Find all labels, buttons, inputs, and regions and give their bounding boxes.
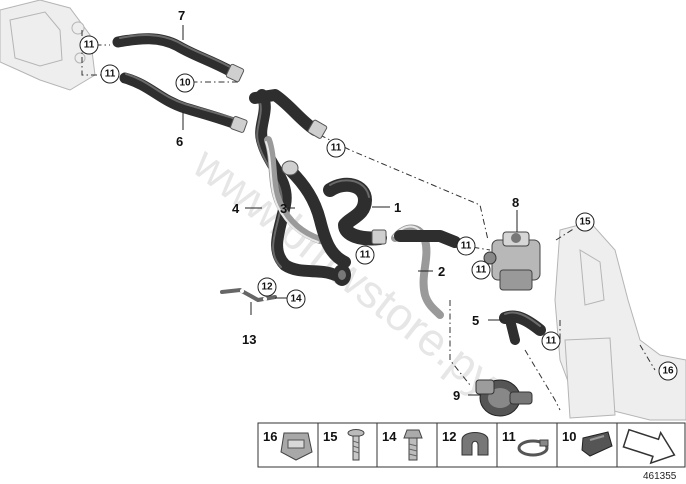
pump-9	[475, 379, 533, 417]
label-part-1: 1	[394, 200, 401, 215]
svg-text:16: 16	[662, 366, 674, 377]
pipe-3	[264, 136, 351, 268]
svg-text:10: 10	[179, 78, 191, 89]
label-part-9: 9	[453, 388, 460, 403]
callout-15: 15	[575, 212, 595, 232]
legend-item-14: 14	[382, 429, 423, 461]
legend-item-10: 10	[562, 429, 613, 457]
hose-7	[112, 33, 245, 83]
callout-11-d: 11	[355, 245, 375, 265]
callout-11-e: 11	[456, 236, 476, 256]
leader-lines	[182, 25, 518, 396]
svg-text:15: 15	[579, 217, 591, 228]
label-part-5: 5	[472, 313, 479, 328]
svg-text:14: 14	[290, 294, 302, 305]
ghost-radiator-right	[554, 221, 686, 421]
valve-8	[483, 231, 541, 291]
label-part-3: 3	[280, 201, 287, 216]
label-part-13: 13	[242, 332, 256, 347]
legend-item-16: 16	[263, 429, 313, 461]
svg-text:10: 10	[562, 429, 576, 444]
callout-12: 12	[257, 277, 277, 297]
legend-item-12: 12	[442, 429, 489, 456]
callout-10: 10	[175, 73, 195, 93]
svg-text:12: 12	[442, 429, 456, 444]
svg-text:11: 11	[84, 40, 95, 51]
callout-11-f: 11	[471, 260, 491, 280]
label-part-2: 2	[438, 264, 445, 279]
label-part-6: 6	[176, 134, 183, 149]
callout-11-a: 11	[79, 35, 99, 55]
bracket-13	[220, 287, 277, 303]
legend-item-15: 15	[323, 429, 365, 461]
callout-14: 14	[286, 289, 306, 309]
legend-arrow-icon	[622, 428, 676, 465]
svg-text:11: 11	[461, 241, 472, 252]
part-labels: 7 6 4 3 1 2 8 5 9 13	[176, 8, 519, 403]
legend-strip: 16 15 14 12 11 10	[257, 422, 686, 468]
svg-text:11: 11	[502, 429, 516, 444]
label-part-8: 8	[512, 195, 519, 210]
svg-text:11: 11	[360, 250, 371, 261]
svg-text:16: 16	[263, 429, 277, 444]
ghost-engine-part-top-left	[0, 0, 96, 91]
hose-5	[499, 310, 546, 345]
callout-16: 16	[658, 361, 678, 381]
callout-11-c: 11	[326, 138, 346, 158]
svg-text:11: 11	[546, 336, 557, 347]
svg-text:11: 11	[331, 143, 342, 154]
svg-text:14: 14	[382, 429, 397, 444]
svg-text:15: 15	[323, 429, 337, 444]
svg-text:12: 12	[261, 282, 273, 293]
callouts: 11 11 10 11 11 11 11 11	[79, 35, 678, 381]
document-number: 461355	[643, 471, 677, 482]
label-part-4: 4	[232, 201, 240, 216]
callout-11-b: 11	[100, 64, 120, 84]
svg-text:11: 11	[105, 69, 116, 80]
pipe-2	[391, 224, 461, 319]
label-part-7: 7	[178, 8, 185, 23]
hose-6	[119, 72, 248, 133]
callout-11-g: 11	[541, 331, 561, 351]
svg-text:11: 11	[476, 265, 487, 276]
hose-1	[323, 177, 387, 246]
legend-item-11: 11	[502, 429, 549, 457]
